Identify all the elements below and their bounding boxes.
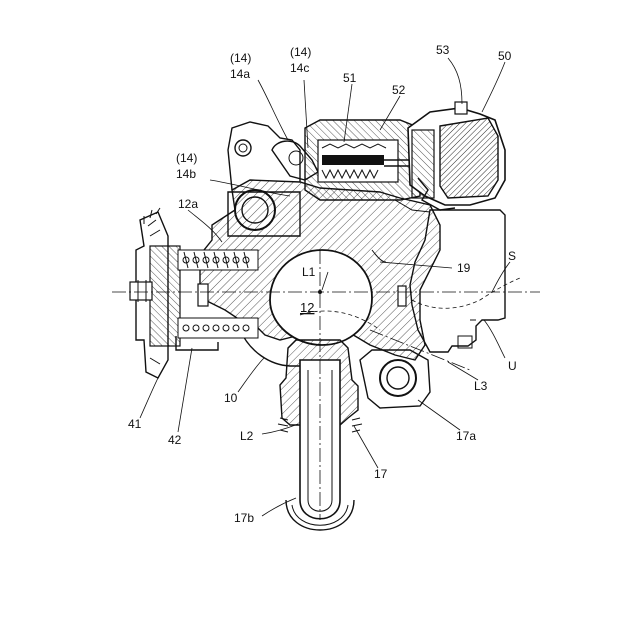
label-L1: L1: [302, 265, 316, 279]
shaft-pin-right: [398, 286, 406, 306]
label-14c: 14c: [290, 61, 309, 75]
label-10: 10: [224, 391, 238, 405]
center-point-L1: [318, 290, 322, 294]
label-50: 50: [498, 49, 512, 63]
connector-50: [408, 102, 505, 210]
label-L3: L3: [474, 379, 488, 393]
label-17a: 17a: [456, 429, 476, 443]
label-17: 17: [374, 467, 388, 481]
label-14a: 14a: [230, 67, 250, 81]
label-14-paren-b: (14): [176, 151, 197, 165]
label-51: 51: [343, 71, 357, 85]
shaft-pin-left: [198, 284, 208, 306]
label-52: 52: [392, 83, 406, 97]
label-14-paren-c: (14): [290, 45, 311, 59]
label-41: 41: [128, 417, 142, 431]
label-14b: 14b: [176, 167, 196, 181]
label-53: 53: [436, 43, 450, 57]
lower-spring: [176, 318, 258, 350]
upper-spring: [178, 250, 258, 270]
label-U: U: [508, 359, 517, 373]
left-pulley-41: [130, 208, 180, 378]
label-12a: 12a: [178, 197, 198, 211]
label-14-paren-a: (14): [230, 51, 251, 65]
label-19: 19: [457, 261, 471, 275]
label-S: S: [508, 249, 516, 263]
roller-17a: [360, 350, 430, 408]
label-12: 12: [300, 300, 314, 315]
label-17b: 17b: [234, 511, 254, 525]
label-42: 42: [168, 433, 182, 447]
label-L2: L2: [240, 429, 254, 443]
